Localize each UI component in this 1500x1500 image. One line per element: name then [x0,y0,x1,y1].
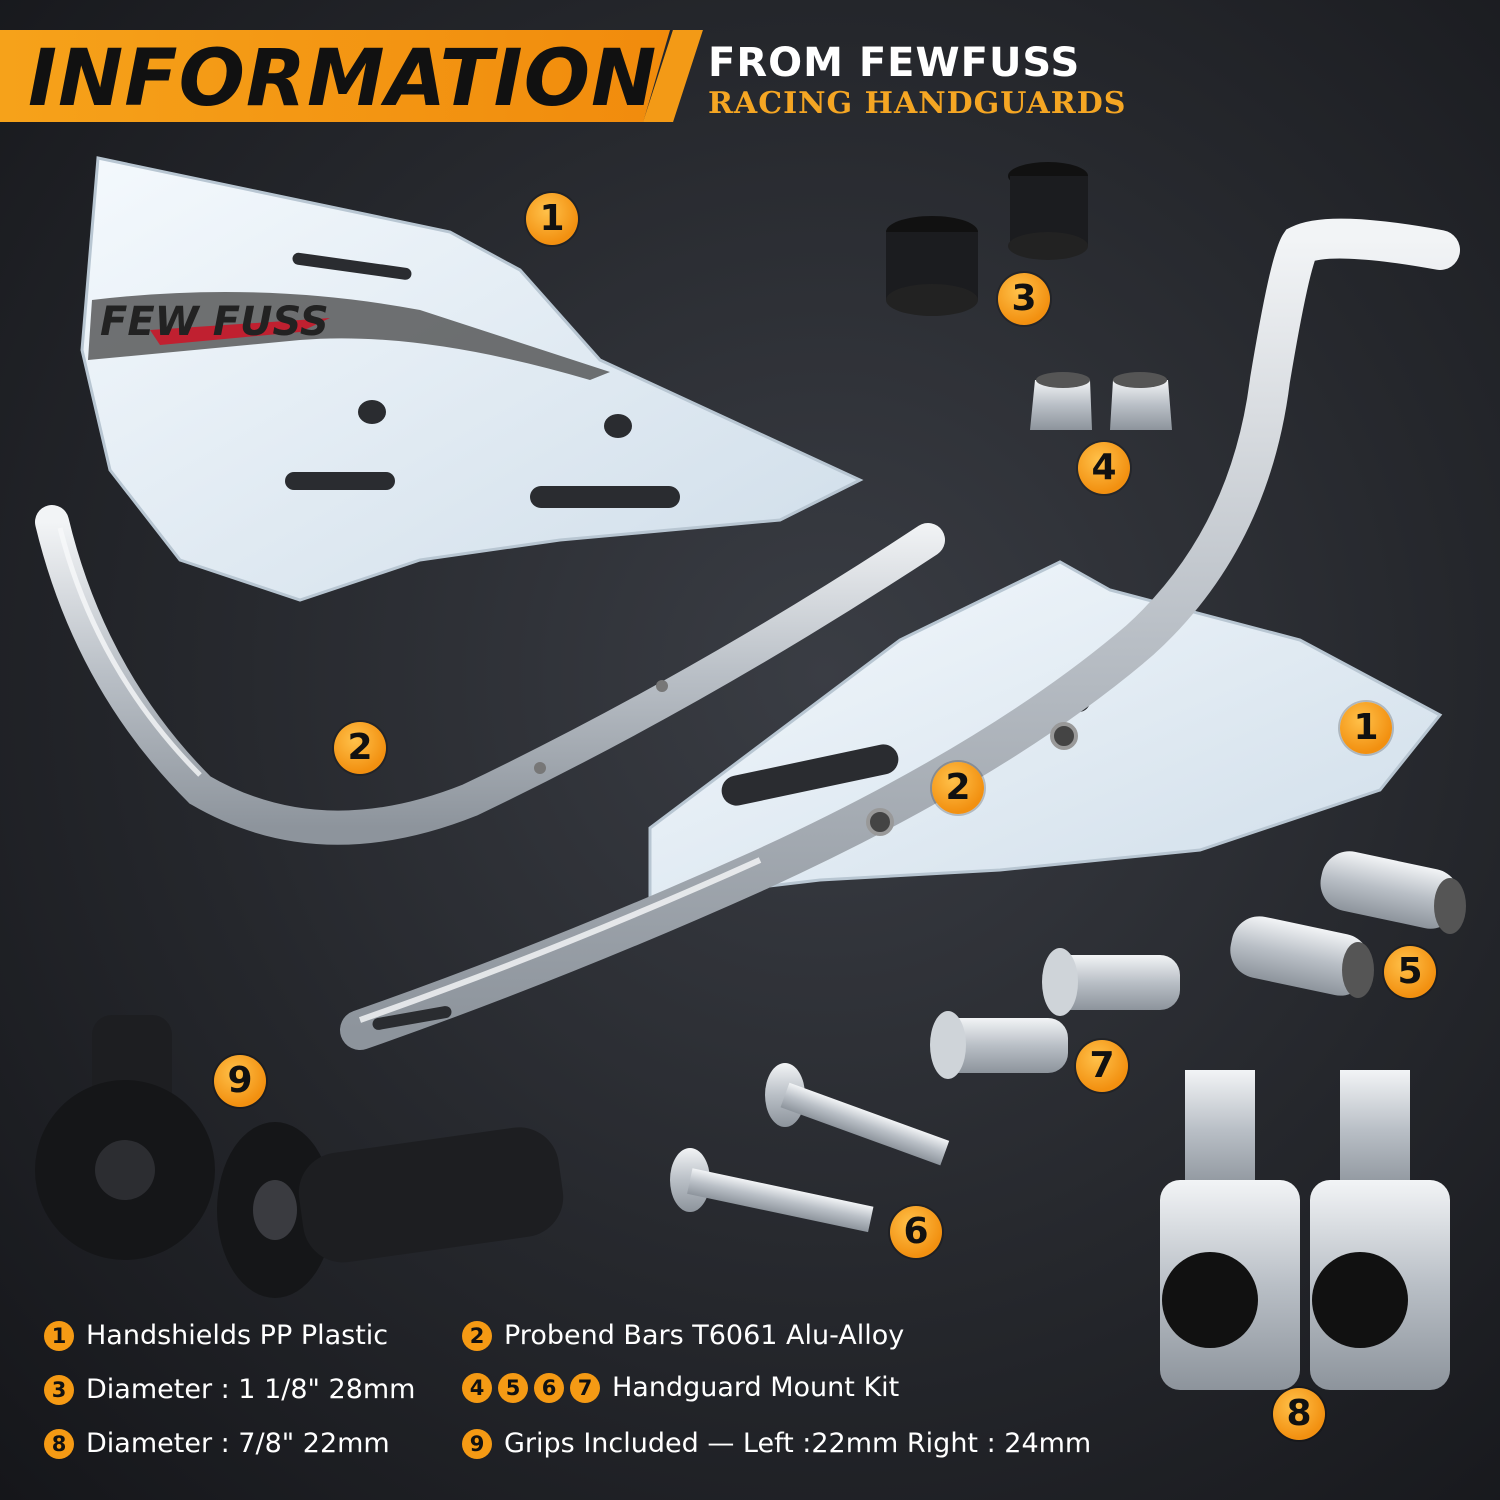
expansion-plugs [930,948,1180,1079]
handshield-left: FEW FUSS [80,156,864,602]
legend-diameter-small: 8 Diameter : 7/8" 22mm [44,1428,390,1459]
legend-handshields: 1 Handshields PP Plastic [44,1320,388,1351]
page-title: INFORMATION [28,34,658,124]
legend-diameter-large: 3 Diameter : 1 1/8" 28mm [44,1374,415,1405]
reducer-bushings [886,162,1088,316]
bolts [670,1063,950,1233]
brand-name: FROM FEWFUSS [708,40,1081,86]
brand-logo: FEW FUSS [100,299,329,345]
callout-9: 9 [214,1055,266,1107]
header-banner [0,30,670,122]
callout-1-shield-right: 1 [1340,702,1392,754]
handlebar-grips [35,1015,564,1298]
callout-1-shield-left: 1 [526,193,578,245]
callout-5: 5 [1384,946,1436,998]
callout-6: 6 [890,1206,942,1258]
probend-bar-left [35,505,945,845]
callout-2-bar-right: 2 [932,762,984,814]
probend-bar-right [340,218,1460,1050]
handlebar-clamps [1160,1070,1450,1390]
legend-grips: 9 Grips Included — Left :22mm Right : 24… [462,1428,1091,1459]
sleeve-spacers [1230,851,1466,998]
callout-3: 3 [998,273,1050,325]
callout-7: 7 [1076,1040,1128,1092]
callout-8: 8 [1273,1388,1325,1440]
callout-2-bar-left: 2 [334,722,386,774]
legend-probend-bars: 2 Probend Bars T6061 Alu-Alloy [462,1320,904,1351]
callout-4: 4 [1078,442,1130,494]
cone-nuts [1030,372,1172,430]
legend-mount-kit: 4 5 6 7 Handguard Mount Kit [462,1372,899,1403]
product-subtitle: RACING HANDGUARDS [708,86,1127,121]
